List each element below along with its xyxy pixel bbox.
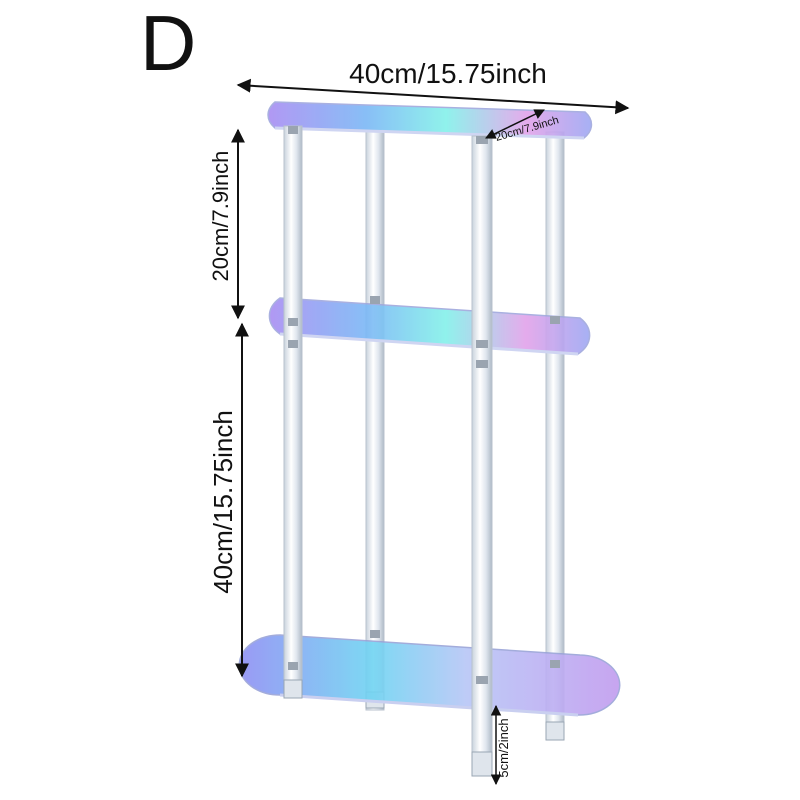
shelf-middle	[268, 297, 591, 356]
leg-height-label: 5cm/2inch	[496, 718, 511, 777]
leg-height-dimension: 5cm/2inch	[490, 704, 511, 786]
variant-letter: D	[140, 0, 197, 87]
top-spacing-dimension: 20cm/7.9inch	[208, 128, 245, 320]
bottom-spacing-dimension: 40cm/15.75inch	[208, 322, 249, 678]
top-spacing-label: 20cm/7.9inch	[208, 151, 233, 282]
width-label: 40cm/15.75inch	[349, 58, 547, 89]
connectors	[288, 126, 560, 684]
width-dimension: 40cm/15.75inch	[236, 58, 630, 115]
bottom-spacing-label: 40cm/15.75inch	[208, 410, 238, 594]
